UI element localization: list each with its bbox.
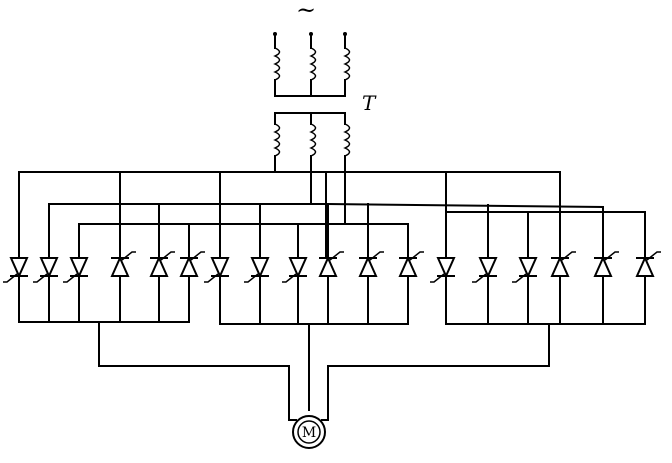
- thyristor-3-3: [512, 257, 538, 325]
- thyristor-2-6: [398, 251, 424, 325]
- thyristor-3-1: [430, 257, 456, 325]
- thyristor-2-2: [244, 257, 270, 325]
- thyristor-1-3: [63, 257, 89, 323]
- thyristor-2-4: [318, 251, 344, 325]
- motor-outer-circle: [292, 415, 326, 449]
- primary-winding-b: [309, 32, 317, 97]
- motor-inner-circle: [297, 420, 321, 444]
- motor: M: [292, 415, 326, 449]
- thyristor-2-1: [204, 257, 230, 325]
- thyristor-2-3: [282, 257, 308, 325]
- ac-buses: [18, 171, 646, 257]
- transformer-label: T: [362, 91, 377, 115]
- primary-winding-a: [273, 32, 281, 97]
- thyristor-1-5: [149, 251, 175, 323]
- primary-winding-c: [343, 32, 351, 97]
- motor-label: M: [302, 425, 316, 441]
- thyristor-array: [3, 251, 661, 325]
- transformer-primary: [273, 32, 351, 97]
- transformer-secondary: [273, 112, 351, 259]
- thyristor-1-2: [33, 257, 59, 323]
- thyristor-3-2: [472, 257, 498, 325]
- thyristor-3-5: [593, 251, 619, 325]
- thyristor-3-6: [635, 251, 661, 325]
- output-buses: [18, 321, 646, 421]
- thyristor-1-4: [110, 251, 136, 323]
- thyristor-1-6: [179, 251, 205, 323]
- thyristor-2-5: [358, 251, 384, 325]
- ac-source-symbol: ~: [296, 0, 316, 24]
- thyristor-3-4: [550, 251, 576, 325]
- thyristor-1-1: [3, 257, 29, 323]
